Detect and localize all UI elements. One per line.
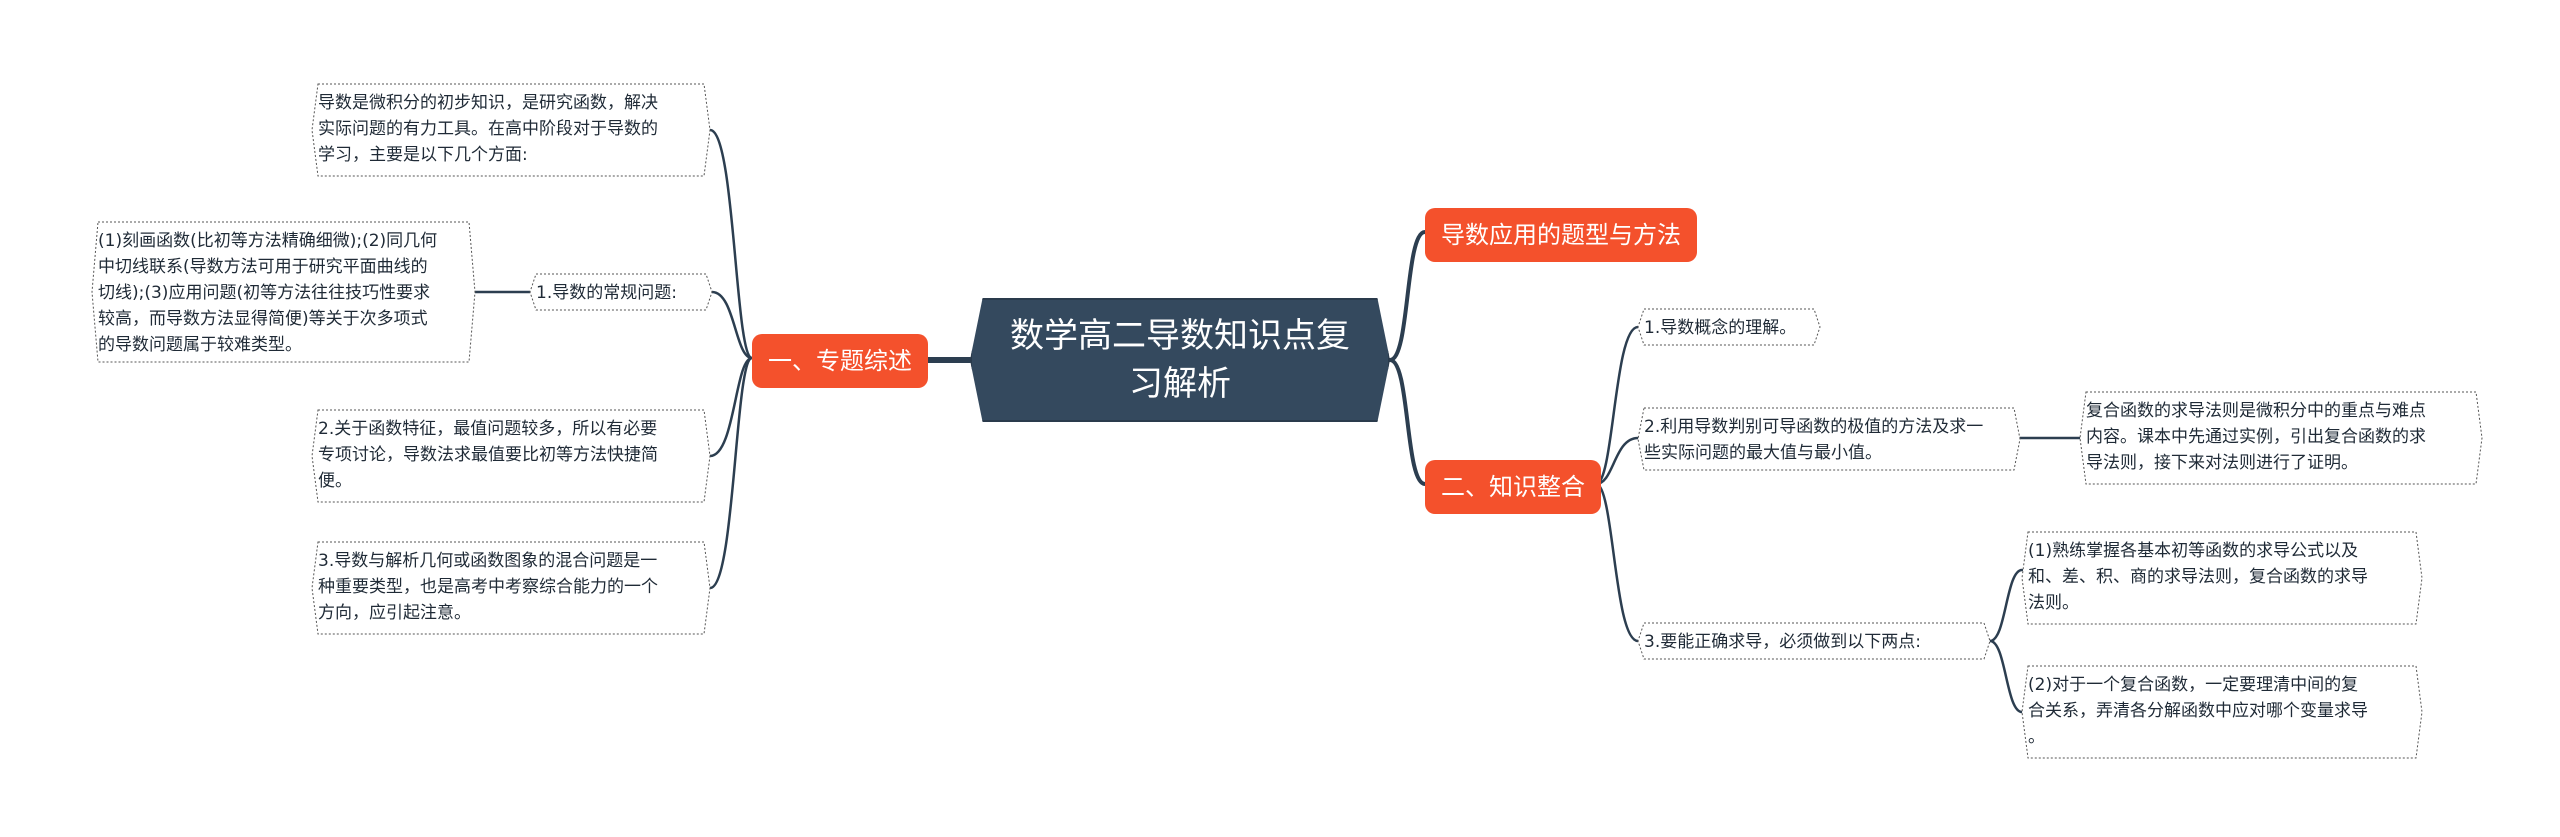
- left-item-intro[interactable]: 导数是微积分的初步知识，是研究函数，解决 实际问题的有力工具。在高中阶段对于导数…: [311, 83, 711, 177]
- branch-overview[interactable]: 一、专题综述: [752, 334, 928, 388]
- right-item-derive-point-2-text: (2)对于一个复合函数，一定要理清中间的复 合关系，弄清各分解函数中应对哪个变量…: [2028, 675, 2368, 747]
- branch-knowledge-label: 二、知识整合: [1441, 473, 1585, 501]
- leaf-frame: [2079, 391, 2483, 485]
- link-right-3: [1594, 482, 1640, 643]
- link-left-3: [708, 356, 754, 458]
- branch-knowledge[interactable]: 二、知识整合: [1425, 460, 1601, 514]
- left-item-extremum[interactable]: 2.关于函数特征，最值问题较多，所以有必要 专项讨论，导数法求最值要比初等方法快…: [311, 409, 711, 503]
- right-item-extremum-text: 2.利用导数判别可导函数的极值的方法及求一 些实际问题的最大值与最小值。: [1644, 417, 1984, 463]
- link-right-3-child-2: [1988, 639, 2024, 714]
- right-item-derive-point-1[interactable]: (1)熟练掌握各基本初等函数的求导公式以及 和、差、积、商的求导法则，复合函数的…: [2021, 531, 2423, 625]
- link-right-3-child-1: [1988, 568, 2024, 643]
- right-item-derive[interactable]: 3.要能正确求导，必须做到以下两点:: [1637, 622, 1991, 660]
- left-item-extremum-text: 2.关于函数特征，最值问题较多，所以有必要 专项讨论，导数法求最值要比初等方法快…: [318, 419, 658, 491]
- leaf-frame: [529, 273, 713, 311]
- leaf-frame: [311, 409, 711, 503]
- left-item-mixed-text: 3.导数与解析几何或函数图象的混合问题是一 种重要类型，也是高考中考察综合能力的…: [318, 551, 658, 623]
- branch-methods-label: 导数应用的题型与方法: [1441, 221, 1681, 249]
- link-left-4: [708, 356, 754, 590]
- link-left-1: [708, 128, 754, 360]
- right-item-composite-rule-text: 复合函数的求导法则是微积分中的重点与难点 内容。课本中先通过实例，引出复合函数的…: [2086, 401, 2426, 473]
- link-left-2: [710, 290, 754, 360]
- right-item-concept-text: 1.导数概念的理解。: [1644, 318, 1797, 338]
- root-title: 数学高二导数知识点复习解析: [1010, 316, 1350, 404]
- leaf-frame: [1637, 308, 1821, 346]
- left-item-intro-text: 导数是微积分的初步知识，是研究函数，解决 实际问题的有力工具。在高中阶段对于导数…: [318, 93, 658, 165]
- root-topic[interactable]: 数学高二导数知识点复习解析: [970, 298, 1390, 422]
- right-item-derive-text: 3.要能正确求导，必须做到以下两点:: [1644, 632, 1921, 652]
- right-item-composite-rule[interactable]: 复合函数的求导法则是微积分中的重点与难点 内容。课本中先通过实例，引出复合函数的…: [2079, 391, 2483, 485]
- branch-methods[interactable]: 导数应用的题型与方法: [1425, 208, 1697, 262]
- leaf-frame: [311, 541, 711, 635]
- left-item-routine[interactable]: 1.导数的常规问题:: [529, 273, 713, 311]
- branch-overview-label: 一、专题综述: [768, 347, 912, 375]
- leaf-frame: [91, 221, 476, 363]
- leaf-frame: [311, 83, 711, 177]
- left-item-mixed[interactable]: 3.导数与解析几何或函数图象的混合问题是一 种重要类型，也是高考中考察综合能力的…: [311, 541, 711, 635]
- left-item-routine-detail-text: (1)刻画函数(比初等方法精确细微);(2)同几何 中切线联系(导数方法可用于研…: [98, 231, 438, 355]
- link-right-1: [1594, 325, 1640, 486]
- right-item-extremum[interactable]: 2.利用导数判别可导函数的极值的方法及求一 些实际问题的最大值与最小值。: [1637, 407, 2021, 471]
- right-item-derive-point-2[interactable]: (2)对于一个复合函数，一定要理清中间的复 合关系，弄清各分解函数中应对哪个变量…: [2021, 665, 2423, 759]
- left-item-routine-detail[interactable]: (1)刻画函数(比初等方法精确细微);(2)同几何 中切线联系(导数方法可用于研…: [91, 221, 476, 363]
- leaf-frame: [2021, 665, 2423, 759]
- leaf-frame: [1637, 622, 1991, 660]
- right-item-derive-point-1-text: (1)熟练掌握各基本初等函数的求导公式以及 和、差、积、商的求导法则，复合函数的…: [2028, 541, 2368, 613]
- link-root-righttop: [1388, 230, 1427, 362]
- leaf-frame: [2021, 531, 2423, 625]
- left-item-routine-text: 1.导数的常规问题:: [536, 283, 677, 303]
- link-root-right: [1388, 358, 1427, 486]
- leaf-frame: [1637, 407, 2021, 471]
- right-item-concept[interactable]: 1.导数概念的理解。: [1637, 308, 1821, 346]
